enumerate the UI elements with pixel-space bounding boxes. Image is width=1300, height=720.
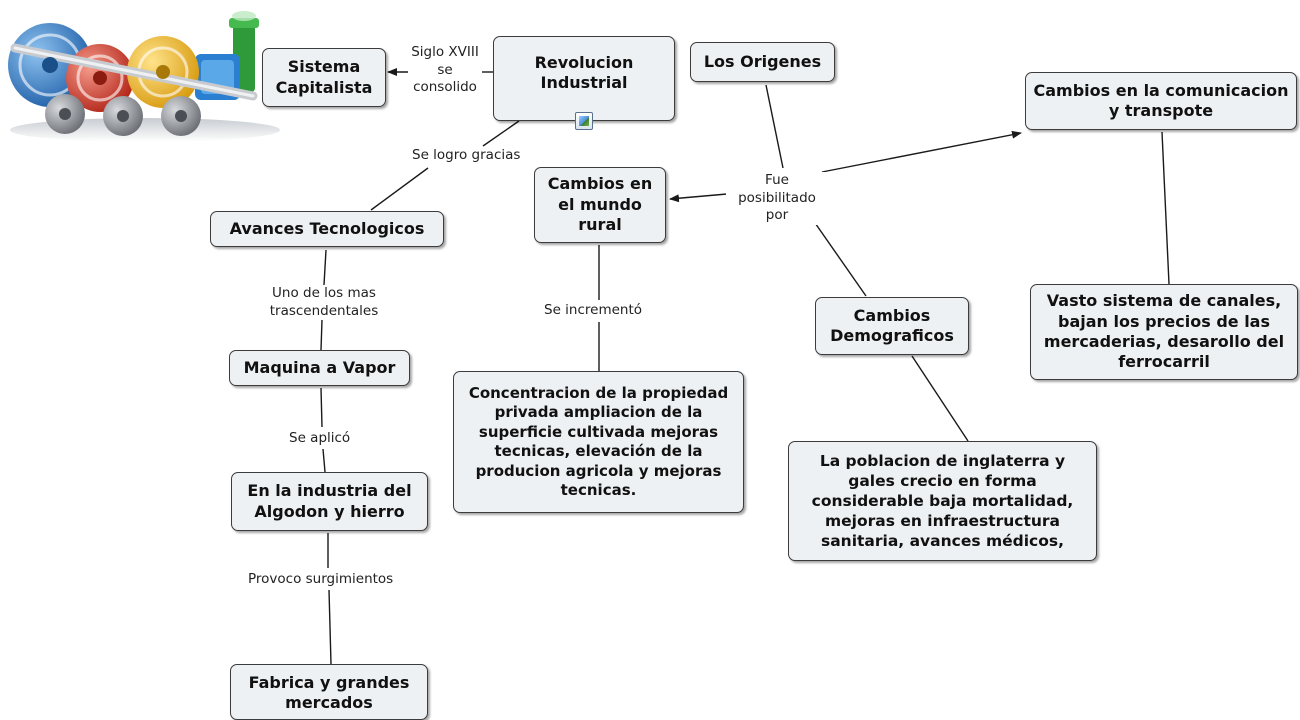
node-label: Concentracion de la propiedad privada am…: [468, 383, 729, 500]
edge-revolucion-se-logro: [482, 120, 520, 147]
node-concentracion[interactable]: Concentracion de la propiedad privada am…: [453, 371, 744, 513]
link-label-siglo: Siglo XVIII se consolido: [408, 44, 482, 97]
edge-fue-comunicacion: [821, 130, 1022, 173]
edge-provoco-fabrica: [328, 589, 332, 665]
node-label: Fabrica y grandes mercados: [248, 673, 410, 713]
link-label-se-logro: Se logro gracias: [410, 147, 523, 165]
edge-comunicacion-vasto: [1161, 131, 1170, 285]
node-label: Sistema Capitalista: [275, 57, 373, 97]
edge-demograficos-poblacion: [911, 355, 969, 442]
node-label: Los Origenes: [703, 51, 822, 71]
node-sistema-capitalista[interactable]: Sistema Capitalista: [262, 48, 386, 107]
node-cambios-mundo-rural[interactable]: Cambios en el mundo rural: [534, 167, 666, 243]
edge-uno-maquina: [320, 319, 323, 351]
node-avances-tecnologicos[interactable]: Avances Tecnologicos: [210, 211, 444, 247]
edge-avances-uno: [323, 249, 327, 286]
edge-fue-rural: [669, 193, 728, 203]
node-los-origenes[interactable]: Los Origenes: [690, 42, 835, 82]
node-label: La poblacion de inglaterra y gales creci…: [811, 451, 1074, 551]
node-cambios-demograficos[interactable]: Cambios Demograficos: [815, 297, 969, 355]
node-label: Avances Tecnologicos: [229, 218, 425, 238]
node-poblacion[interactable]: La poblacion de inglaterra y gales creci…: [788, 441, 1097, 561]
node-label: Revolucion Industrial: [534, 53, 634, 93]
node-fabrica-mercados[interactable]: Fabrica y grandes mercados: [230, 664, 428, 720]
steam-locomotive-icon: [8, 11, 280, 142]
node-maquina-vapor[interactable]: Maquina a Vapor: [229, 350, 410, 386]
node-label: Maquina a Vapor: [243, 357, 396, 377]
node-label: En la industria del Algodon y hierro: [247, 481, 412, 521]
node-industria-algodon[interactable]: En la industria del Algodon y hierro: [231, 472, 428, 531]
link-label-se-incremento: Se incrementó: [542, 302, 645, 320]
link-label-uno-de-los-mas: Uno de los mas trascendentales: [259, 285, 389, 321]
edge-aplico-industria: [322, 448, 326, 473]
edge-maquina-aplico: [320, 387, 323, 428]
node-vasto-sistema[interactable]: Vasto sistema de canales, bajan los prec…: [1030, 284, 1298, 380]
link-label-se-aplico: Se aplicó: [287, 430, 353, 448]
edge-origenes-fue: [765, 84, 784, 169]
node-cambios-comunicacion[interactable]: Cambios en la comunicacion y transpote: [1025, 72, 1297, 130]
node-label: Cambios en el mundo rural: [547, 174, 653, 235]
node-revolucion-industrial[interactable]: Revolucion Industrial: [493, 36, 675, 121]
edge-se-logro-avances: [370, 167, 429, 211]
node-label: Cambios en la comunicacion y transpote: [1033, 80, 1289, 120]
link-label-fue-posibilitado: Fue posibilitado por: [726, 172, 828, 225]
node-label: Cambios Demograficos: [830, 305, 954, 345]
node-label: Vasto sistema de canales, bajan los prec…: [1043, 291, 1285, 372]
image-attachment-icon[interactable]: [575, 112, 593, 130]
link-label-provoco: Provoco surgimientos: [246, 571, 396, 589]
